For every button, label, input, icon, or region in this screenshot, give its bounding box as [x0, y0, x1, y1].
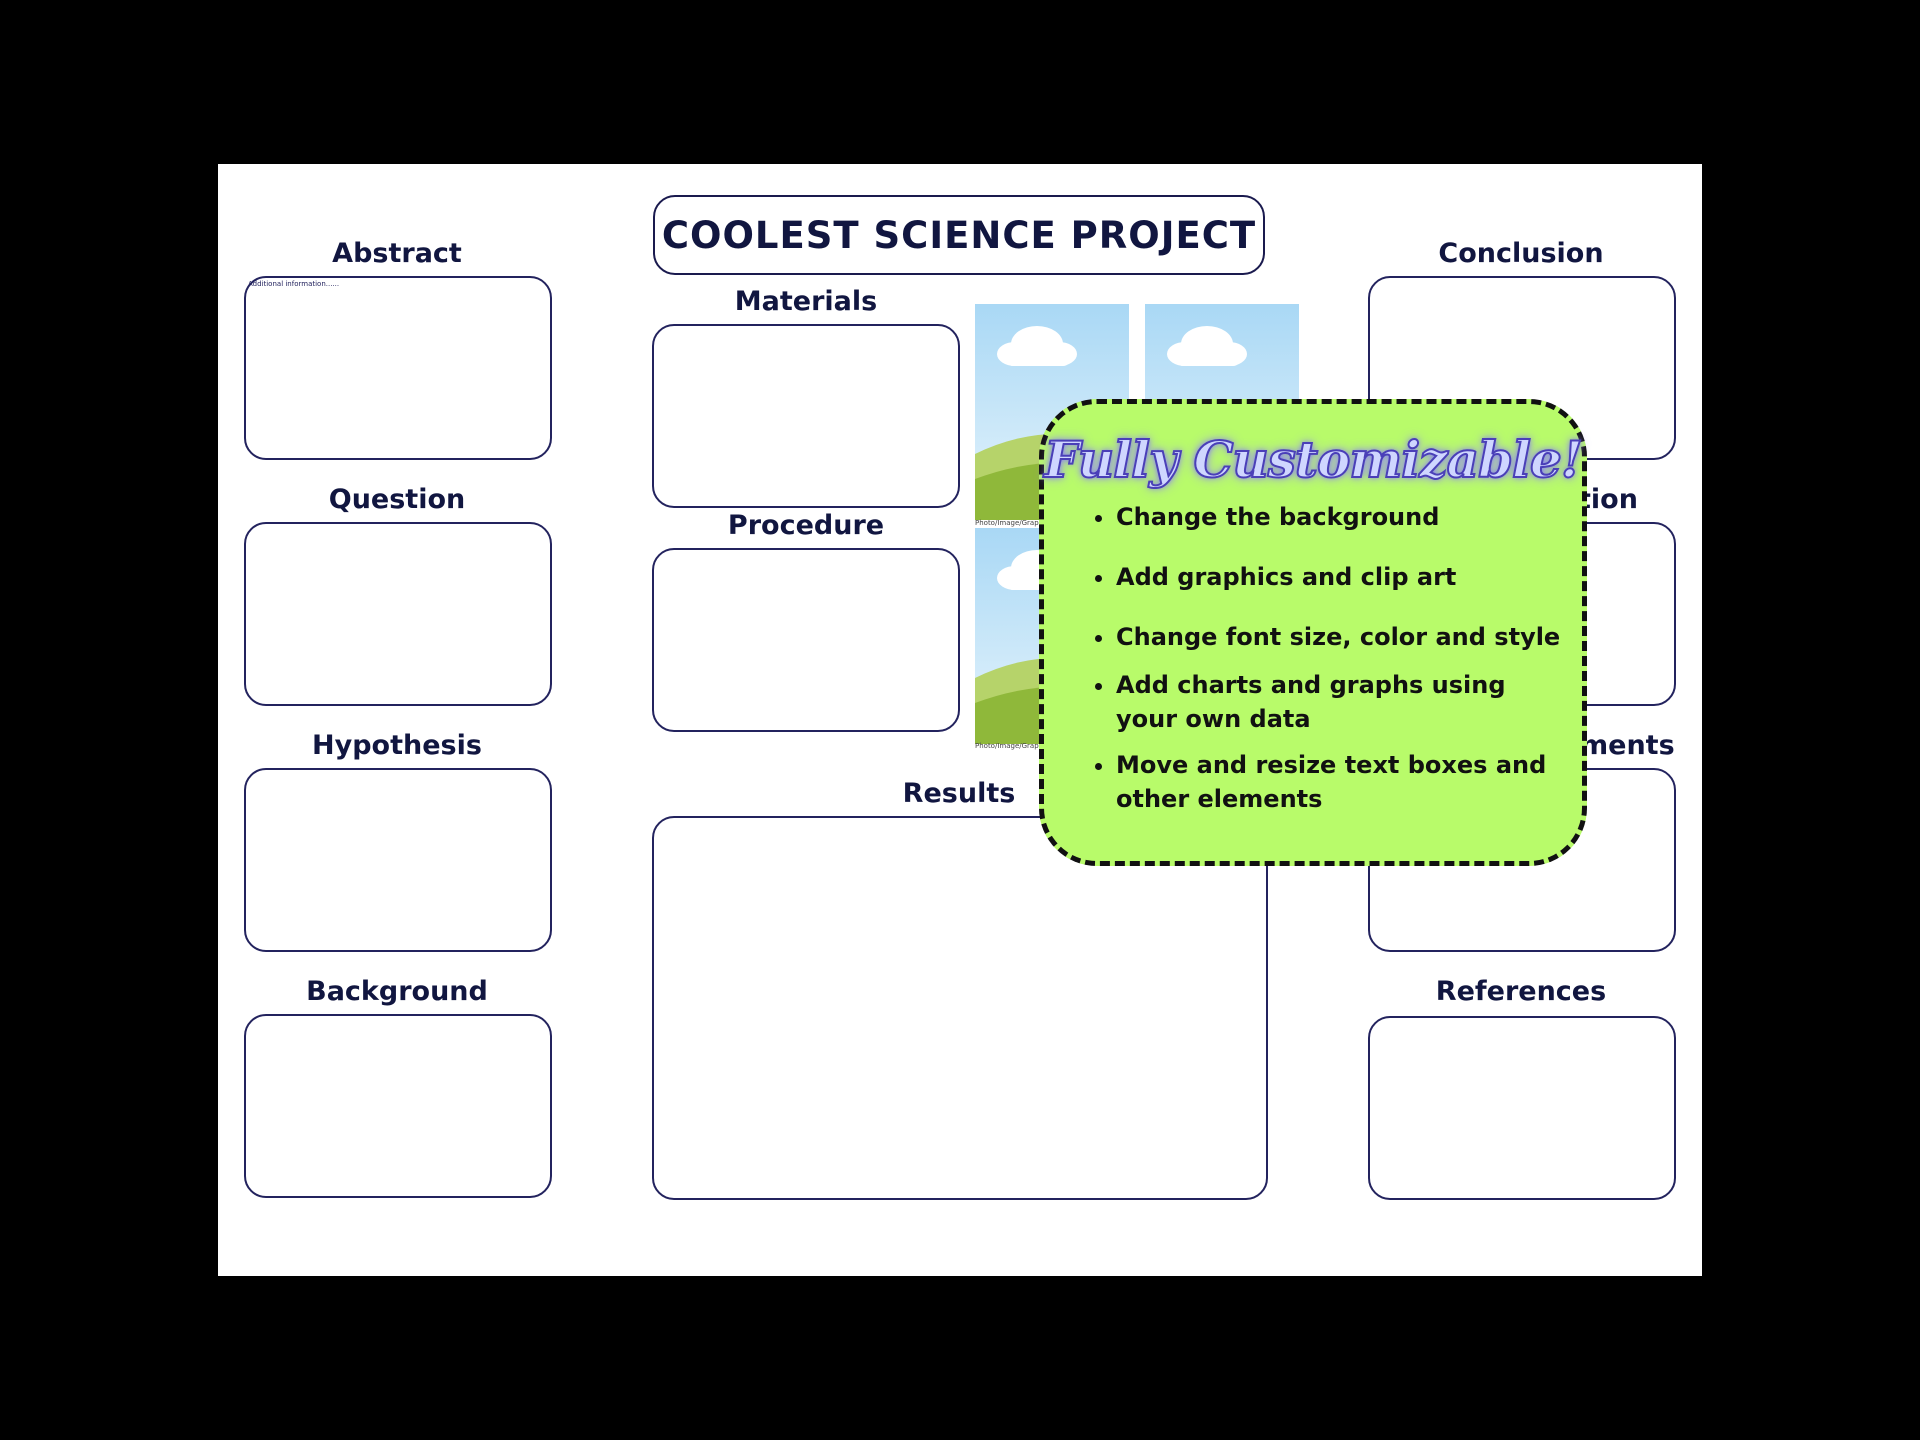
cloud-icon — [1167, 326, 1247, 366]
feature-item: Add graphics and clip art — [1116, 560, 1566, 594]
results-box[interactable] — [652, 816, 1268, 1200]
right-section-2-heading: tion — [1578, 484, 1638, 515]
callout-title: Fully Customizable! — [1043, 429, 1584, 490]
background-box[interactable] — [244, 1014, 552, 1198]
background-heading: Background — [306, 976, 488, 1007]
procedure-box[interactable] — [652, 548, 960, 732]
feature-item: Change font size, color and style — [1116, 620, 1566, 654]
customizable-callout: Fully Customizable! Change the backgroun… — [1039, 399, 1587, 866]
question-heading: Question — [328, 484, 466, 515]
hypothesis-heading: Hypothesis — [312, 730, 482, 761]
abstract-heading: Abstract — [332, 238, 462, 269]
photo-caption: Photo/Image/Grap — [975, 519, 1039, 527]
feature-item: Move and resize text boxes and other ele… — [1116, 748, 1566, 816]
right-section-3-heading: ments — [1580, 730, 1675, 761]
materials-box[interactable] — [652, 324, 960, 508]
feature-item: Change the background — [1116, 500, 1566, 534]
feature-item: Add charts and graphs using your own dat… — [1116, 668, 1566, 736]
question-box[interactable] — [244, 522, 552, 706]
photo-caption: Photo/Image/Grap — [975, 742, 1039, 750]
poster-title[interactable]: COOLEST SCIENCE PROJECT — [653, 195, 1265, 275]
abstract-box[interactable]: Additional information...... — [244, 276, 552, 460]
hypothesis-box[interactable] — [244, 768, 552, 952]
results-heading: Results — [902, 778, 1016, 809]
feature-list: Change the background Add graphics and c… — [1094, 500, 1566, 816]
materials-heading: Materials — [734, 286, 878, 317]
conclusion-heading: Conclusion — [1438, 238, 1604, 269]
abstract-placeholder: Additional information...... — [248, 280, 340, 288]
procedure-heading: Procedure — [727, 510, 885, 541]
references-heading: References — [1435, 976, 1607, 1007]
references-box[interactable] — [1368, 1016, 1676, 1200]
cloud-icon — [997, 326, 1077, 366]
